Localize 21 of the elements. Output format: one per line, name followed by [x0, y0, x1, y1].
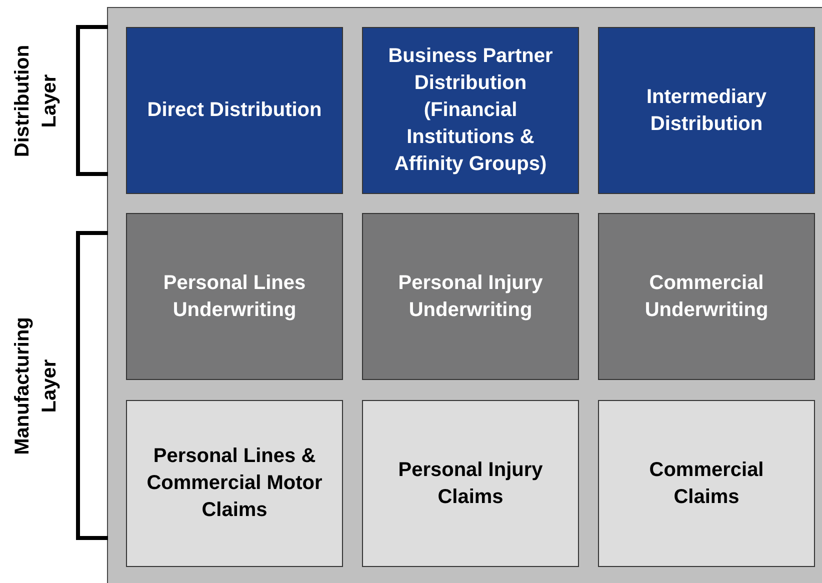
box-label: Business Partner Distribution (Financial Institutions & Affinity Groups) [387, 44, 554, 177]
distribution-box [362, 27, 579, 194]
box-label: Personal Injury Claims [397, 458, 544, 510]
box-label: Direct Distribution [147, 98, 322, 123]
layer-panel [107, 7, 822, 583]
claims-box [598, 400, 815, 567]
layer-label: Distribution Layer [10, 43, 61, 159]
distribution-box [598, 27, 815, 194]
box-label: Personal Injury Underwriting [397, 270, 544, 322]
underwriting-box [362, 213, 579, 380]
box-label: Commercial Claims [648, 458, 765, 510]
box-label: Personal Lines & Commercial Motor Claims [146, 444, 324, 523]
layer-label: Manufacturing Layer [10, 316, 61, 456]
claims-box [362, 400, 579, 567]
claims-box [126, 400, 343, 567]
underwriting-box [126, 213, 343, 380]
box-label: Personal Lines Underwriting [162, 270, 307, 322]
distribution-box [126, 27, 343, 194]
box-label: Commercial Underwriting [644, 270, 770, 322]
underwriting-box [598, 213, 815, 380]
box-label: Intermediary Distribution [645, 84, 768, 136]
